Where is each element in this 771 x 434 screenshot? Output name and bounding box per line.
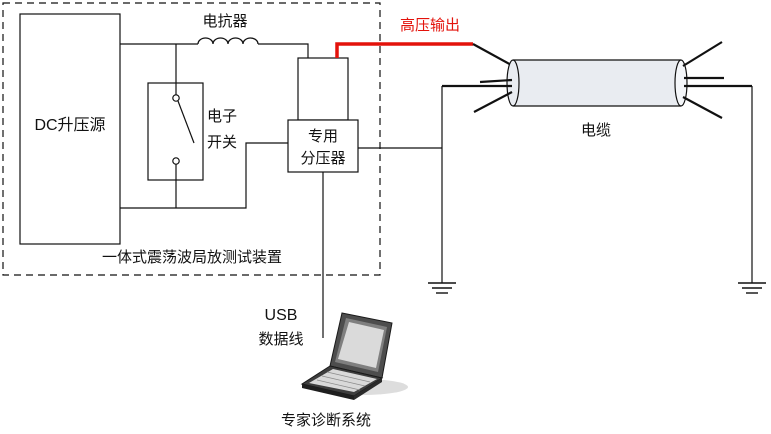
cable-core-left — [472, 43, 514, 67]
wire-bottom-return — [120, 142, 288, 209]
ground-symbol-icon — [738, 282, 766, 294]
switch-label-line1: 电子 — [207, 107, 237, 125]
open-switch-icon — [172, 83, 195, 180]
divider-upper-box — [297, 57, 349, 121]
cable-right-leads — [682, 41, 752, 119]
laptop-icon — [300, 312, 408, 400]
expert-system-label: 专家诊断系统 — [281, 411, 371, 429]
usb-label-line1: USB — [265, 307, 298, 324]
hv-output-label: 高压输出 — [400, 16, 460, 34]
cable-left-leads — [442, 78, 513, 113]
cable-label: 电缆 — [581, 121, 611, 139]
reactor-label: 电抗器 — [202, 12, 247, 30]
usb-label-line2: 数据线 — [258, 330, 303, 348]
hv-output-wire — [335, 42, 473, 58]
cable-body — [506, 59, 688, 107]
divider-label-line1: 专用 — [308, 127, 338, 145]
device-label: 一体式震荡波局放测试装置 — [102, 248, 282, 266]
dc-source-label: DC升压源 — [34, 116, 105, 134]
reactor-coil-icon — [197, 37, 259, 45]
ground-symbol-icon — [428, 282, 456, 294]
switch-label-line2: 开关 — [207, 133, 237, 151]
dc-source-box — [19, 13, 121, 245]
wire-reactor-divider — [258, 43, 309, 58]
divider-label-line2: 分压器 — [300, 149, 345, 167]
